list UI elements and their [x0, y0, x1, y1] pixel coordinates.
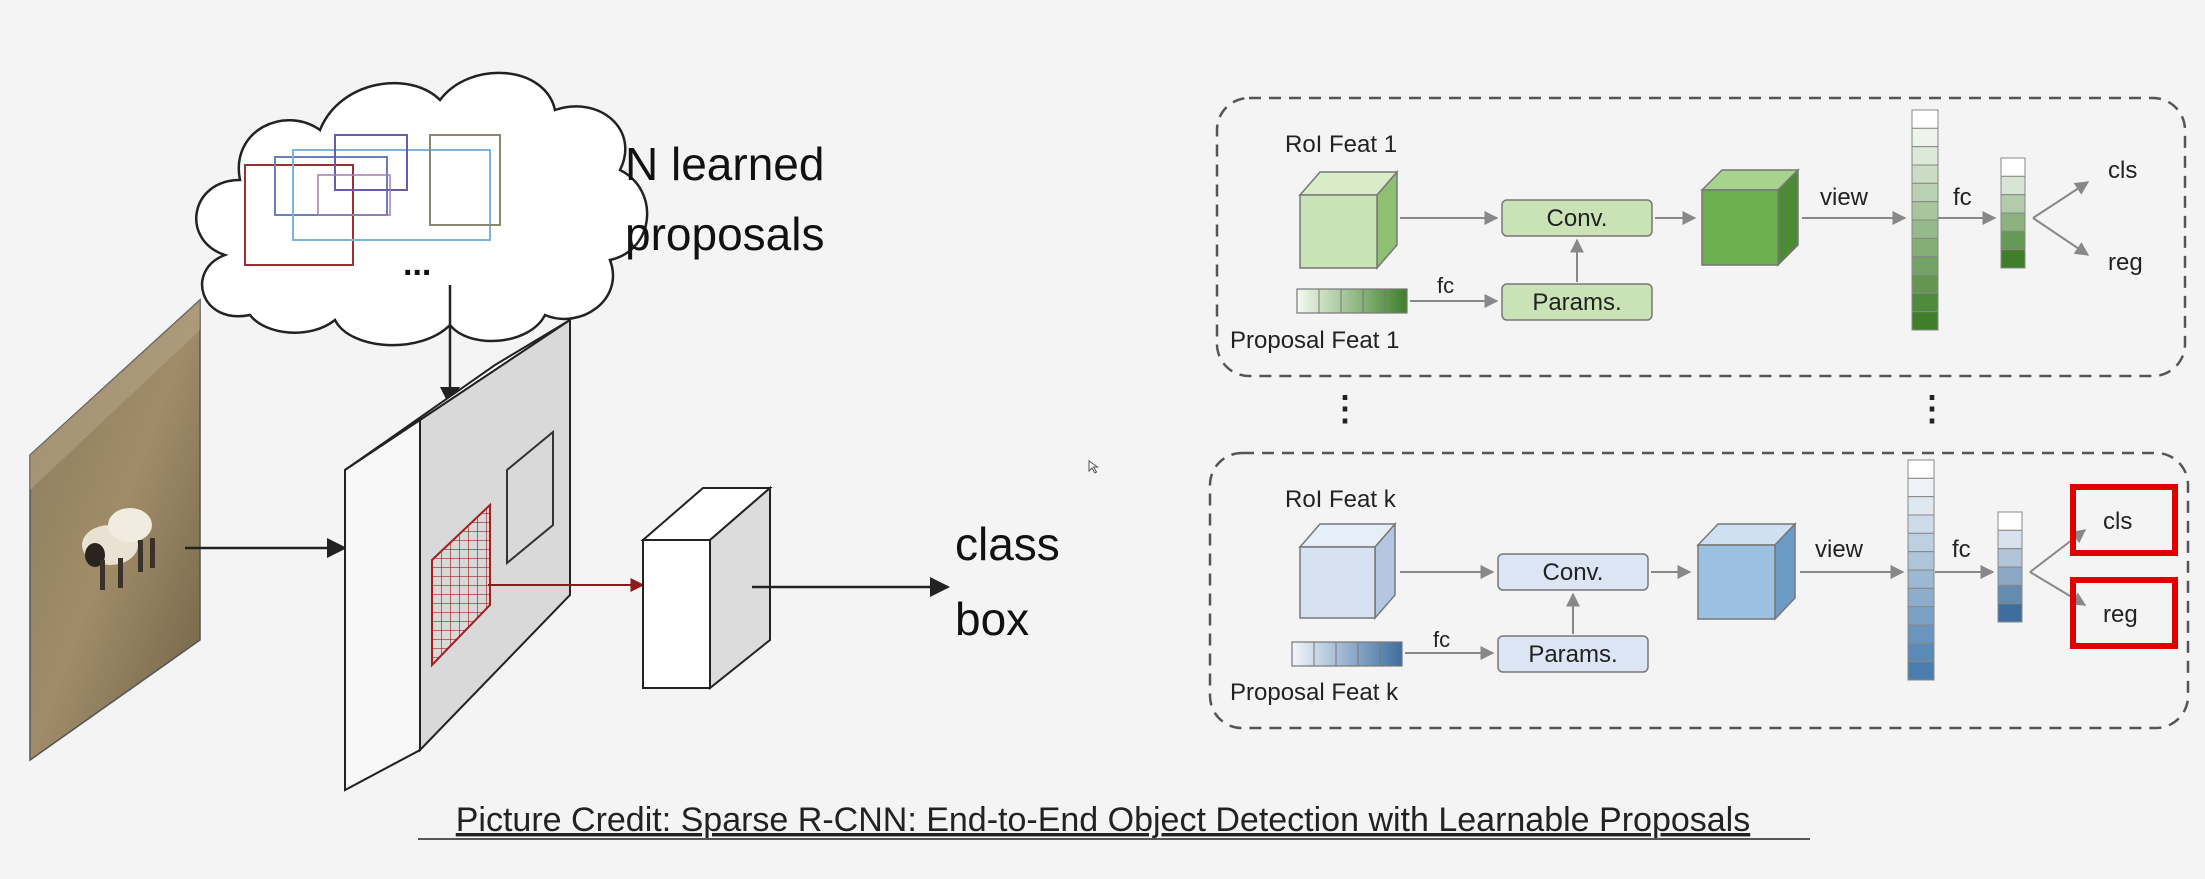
fc-vector-k-cell [1997, 584, 2023, 605]
proposal-feat-k-label: Proposal Feat k [1230, 679, 1399, 706]
flattened-vector-1-cell [1911, 292, 1939, 313]
flattened-vector-1-cell [1911, 201, 1939, 221]
fc-vector-1-cell [2000, 157, 2026, 177]
flattened-vector-k-cell [1907, 551, 1935, 571]
flattened-vector-1-cell [1911, 219, 1939, 239]
head-block [640, 485, 773, 691]
dynamic-head-block-k: RoI Feat k Proposal Feat k fc Conv. Para… [1208, 451, 2190, 730]
fc-vector-k-cell [1997, 511, 2023, 531]
picture-credit-caption: Picture Credit: Sparse R-CNN: End-to-End… [456, 801, 1750, 839]
flattened-vector-k-cell [1907, 661, 1935, 681]
flattened-vector-1-cell [1911, 311, 1939, 331]
params-label-k: Params. [1528, 641, 1617, 668]
fc-vector-1-cell [2000, 249, 2026, 269]
proposals-cloud [195, 71, 649, 347]
proposal-box [334, 134, 408, 191]
fc-vector-1-cell [2000, 212, 2026, 232]
reg-highlight [2070, 577, 2178, 649]
flattened-vector-k-cell [1907, 496, 1935, 516]
flattened-vector-1-cell [1911, 237, 1939, 258]
fc-vector-k-cell [1997, 529, 2023, 550]
proposal-feat-1-bar [1296, 288, 1408, 314]
fc-vector-k-cell [1997, 603, 2023, 623]
proposal-boxes [244, 134, 501, 266]
cloud-caption-line1: N learned [625, 138, 824, 190]
params-box-1 [1501, 283, 1653, 321]
flattened-vector-k-cell [1907, 514, 1935, 534]
proposal-box [317, 174, 391, 216]
fc-vector-1 [2000, 157, 2026, 269]
feature-map-block [344, 318, 571, 792]
roi-feat-k-label: RoI Feat k [1285, 486, 1397, 513]
block-k-border [1208, 451, 2190, 730]
fc-vector-1-cell [2000, 194, 2026, 214]
vertical-dots-right: ⋮ [1915, 390, 1949, 428]
flattened-vector-k-cell [1907, 606, 1935, 626]
conv-label-k: Conv. [1543, 559, 1604, 586]
params-box-k [1497, 635, 1649, 673]
vertical-dots-left: ⋮ [1328, 390, 1362, 428]
conv-box-k [1497, 553, 1649, 591]
fc-vector-1-cell [2000, 230, 2026, 251]
flattened-vector-k-cell [1907, 532, 1935, 553]
view-label-1: view [1820, 184, 1869, 211]
proposal-feat-1-label: Proposal Feat 1 [1230, 327, 1399, 354]
output-box-label: box [955, 593, 1029, 645]
fc-vector-k-cell [1997, 566, 2023, 586]
flattened-vector-1-cell [1911, 127, 1939, 148]
fc2-label-k: fc [1952, 536, 1971, 563]
roi-feat-1-label: RoI Feat 1 [1285, 131, 1397, 158]
cls-highlight [2070, 484, 2178, 556]
dynamic-head-block-1: RoI Feat 1 Proposal Feat 1 fc Conv. Para… [1215, 96, 2187, 378]
flattened-vector-1-cell [1911, 109, 1939, 129]
flattened-vector-1-cell [1911, 164, 1939, 184]
flattened-vector-1 [1911, 109, 1939, 331]
proposal-feat-k-bar [1291, 641, 1403, 667]
fc-vector-k [1997, 511, 2023, 623]
flattened-vector-1-cell [1911, 256, 1939, 276]
fc-label-k: fc [1433, 627, 1450, 652]
flattened-vector-k-cell [1907, 642, 1935, 663]
fc-label-1: fc [1437, 273, 1454, 298]
proposal-box [429, 134, 501, 226]
conv-label-1: Conv. [1547, 205, 1608, 232]
flattened-vector-k-cell [1907, 624, 1935, 644]
input-image [29, 298, 201, 762]
output-class-label: class [955, 518, 1060, 570]
flattened-vector-k-cell [1907, 459, 1935, 479]
cloud-ellipsis: ... [403, 245, 431, 283]
flattened-vector-k-cell [1907, 477, 1935, 498]
cloud-caption-line2: proposals [625, 208, 824, 260]
flattened-vector-k [1907, 459, 1935, 681]
proposal-box [292, 149, 491, 241]
params-label-1: Params. [1532, 289, 1621, 316]
roi-region [506, 429, 554, 566]
mouse-cursor-icon [1088, 460, 1100, 474]
flattened-vector-1-cell [1911, 182, 1939, 203]
flattened-vector-k-cell [1907, 587, 1935, 608]
roi-grid [431, 502, 491, 668]
cls-label-1: cls [2108, 157, 2137, 184]
flattened-vector-k-cell [1907, 569, 1935, 589]
fc2-label-1: fc [1953, 184, 1972, 211]
block-1-border [1215, 96, 2187, 378]
reg-label-1: reg [2108, 249, 2143, 276]
view-label-k: view [1815, 536, 1864, 563]
fc-vector-k-cell [1997, 548, 2023, 568]
flattened-vector-1-cell [1911, 274, 1939, 294]
cls-label-k: cls [2103, 508, 2132, 535]
reg-label-k: reg [2103, 601, 2138, 628]
flattened-vector-1-cell [1911, 146, 1939, 166]
conv-box-1 [1501, 199, 1653, 237]
fc-vector-1-cell [2000, 175, 2026, 196]
